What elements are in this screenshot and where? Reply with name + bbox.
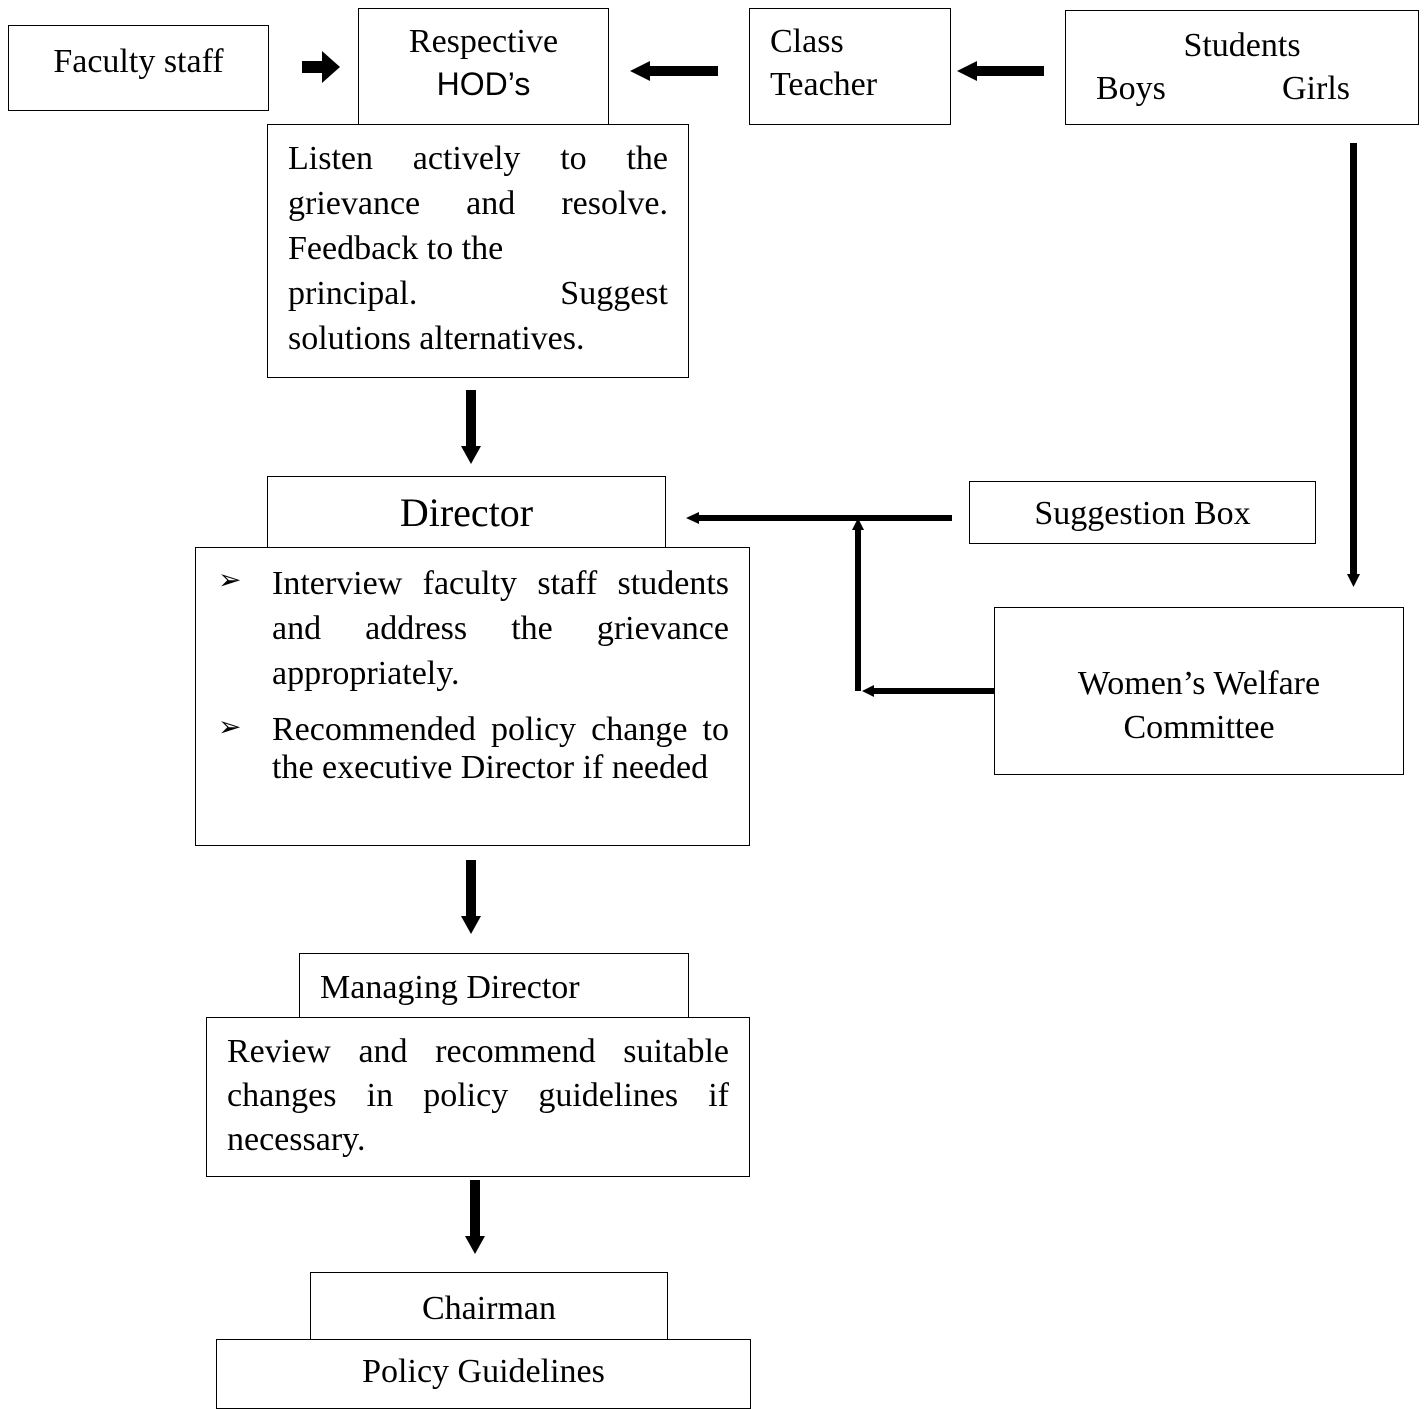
faculty-staff-box: Faculty staff [8, 25, 269, 111]
respective-hods-box: Respective HOD’s [358, 8, 609, 125]
arrow-director-to-md-head [461, 916, 481, 934]
arrow-bullet-icon: ➢ [218, 563, 242, 596]
arrow-suggestion-to-director-shaft [697, 515, 952, 521]
respective-hods-line1: Respective [408, 23, 559, 60]
womens-welfare-line2: Committee [1123, 709, 1275, 747]
arrow-bullet-icon: ➢ [218, 709, 242, 743]
respective-hods-line2: HOD’s [436, 65, 531, 102]
arrow-students-to-womens-shaft [1350, 143, 1357, 576]
md-action-box: Review and recommend suitable changes in… [206, 1017, 750, 1177]
director-action-text: Recommended policy change to the executi… [272, 710, 729, 786]
managing-director-label: Managing Director [320, 969, 580, 1006]
students-title: Students [1183, 27, 1301, 64]
hod-action-line: solutions alternatives. [288, 319, 585, 357]
arrow-faculty-to-hod [302, 51, 340, 83]
hod-action-line: Listen actively to the [288, 140, 668, 177]
arrow-womens-horizontal-head [862, 685, 874, 697]
hod-action-box: Listen actively to the grievance and res… [267, 124, 689, 378]
policy-guidelines-label: Policy Guidelines [362, 1353, 605, 1390]
arrow-director-to-md-shaft [466, 860, 476, 918]
students-girls: Girls [1282, 69, 1350, 107]
chairman-label: Chairman [421, 1290, 557, 1327]
chairman-box: Chairman [310, 1272, 668, 1340]
arrow-womens-vertical-head [852, 518, 864, 530]
director-action-text: Interview faculty staff students and add… [272, 565, 729, 692]
womens-welfare-line1: Women’s Welfare [1077, 665, 1321, 702]
director-label: Director [399, 490, 534, 535]
director-action-item: ➢ Recommended policy change to the execu… [196, 709, 729, 787]
director-box: Director [267, 476, 666, 548]
students-boys: Boys [1096, 69, 1166, 107]
suggestion-box-label: Suggestion Box [1034, 495, 1251, 532]
faculty-staff-label: Faculty staff [53, 43, 224, 80]
class-teacher-box: Class Teacher [749, 8, 951, 125]
arrow-students-to-womens-head [1347, 574, 1360, 587]
md-action-text: Review and recommend suitable changes in… [227, 1033, 729, 1159]
suggestion-box: Suggestion Box [969, 481, 1316, 544]
class-teacher-line2: Teacher [770, 65, 878, 103]
arrow-classteacher-to-hod-head [630, 61, 650, 81]
director-actions-list: ➢ Interview faculty staff students and a… [196, 562, 729, 787]
womens-welfare-box: Women’s Welfare Committee [994, 607, 1404, 775]
managing-director-box: Managing Director [299, 953, 689, 1018]
arrow-students-to-classteacher-head [957, 61, 977, 81]
arrow-md-to-chairman-shaft [470, 1180, 480, 1238]
arrow-suggestion-to-director-head [686, 512, 699, 524]
director-actions-box: ➢ Interview faculty staff students and a… [195, 547, 750, 846]
arrow-students-to-classteacher-shaft [974, 66, 1044, 76]
director-action-item: ➢ Interview faculty staff students and a… [196, 562, 729, 697]
arrow-classteacher-to-hod-shaft [648, 66, 718, 76]
hod-action-line: grievance and resolve. [288, 184, 668, 222]
arrow-hod-to-director-shaft [466, 390, 476, 448]
arrow-womens-horizontal [872, 688, 997, 694]
policy-guidelines-box: Policy Guidelines [216, 1339, 751, 1409]
arrow-md-to-chairman-head [465, 1236, 485, 1254]
class-teacher-line1: Class [770, 23, 844, 60]
arrow-hod-to-director-head [461, 446, 481, 464]
hod-action-line: principal. Suggest [288, 274, 668, 312]
arrow-womens-vertical [855, 528, 861, 691]
students-box: Students Boys Girls [1065, 10, 1419, 125]
hod-action-line: Feedback to the [288, 229, 504, 267]
